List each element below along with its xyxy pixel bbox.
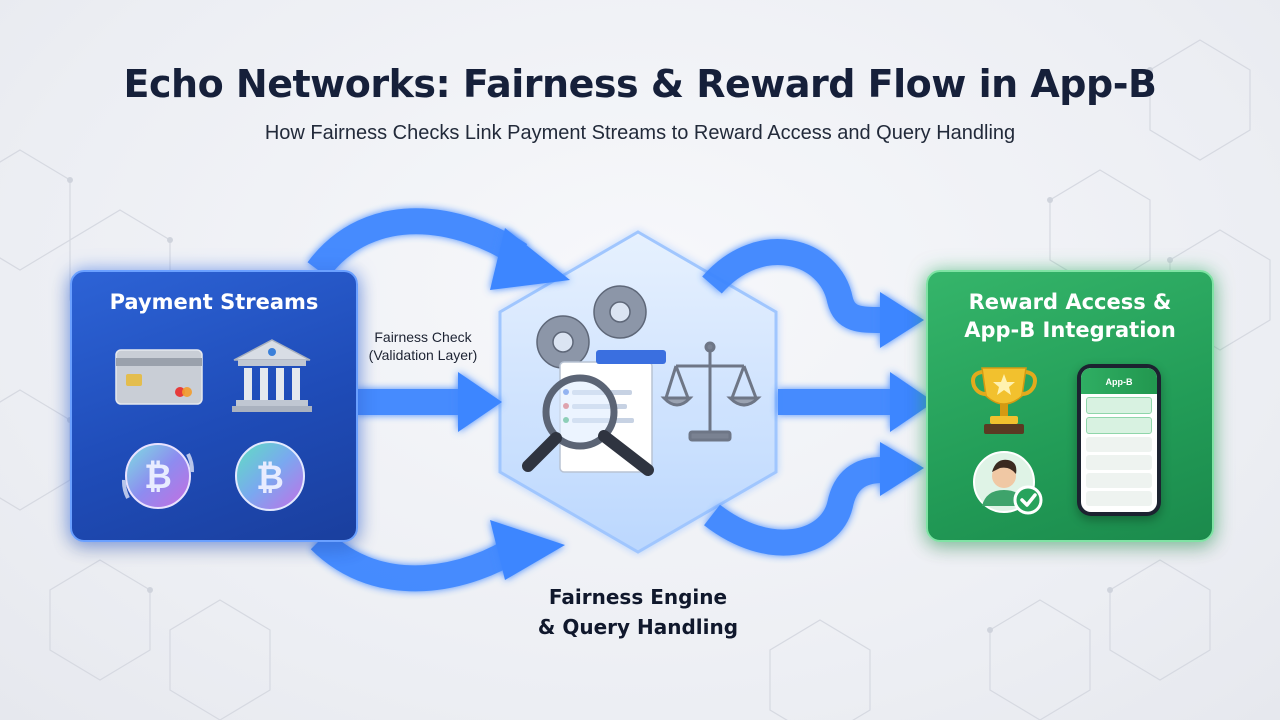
bitcoin-sync-icon: ₿ xyxy=(121,443,195,509)
fairness-engine-line2: & Query Handling xyxy=(537,615,739,639)
arrow-top-left xyxy=(307,208,528,279)
phone-list-item xyxy=(1086,473,1152,488)
reward-access-panel: Reward Access & App-B Integration xyxy=(926,270,1214,542)
reward-access-title-line1: Reward Access & xyxy=(968,290,1172,314)
phone-icon: App-B xyxy=(1077,364,1161,516)
credit-card-icon xyxy=(115,349,203,405)
fairness-check-line1: Fairness Check xyxy=(374,329,472,345)
phone-list-item xyxy=(1086,437,1152,452)
phone-list-item xyxy=(1086,397,1152,414)
magnifier-icon xyxy=(522,374,654,476)
phone-list-item xyxy=(1086,417,1152,434)
arrowhead-top-left xyxy=(490,228,570,290)
arrowhead-middle-left xyxy=(458,372,502,432)
svg-text:₿: ₿ xyxy=(144,457,172,497)
arrowhead-middle-right xyxy=(890,372,934,432)
page-subtitle: How Fairness Checks Link Payment Streams… xyxy=(264,122,1016,144)
fairness-check-label: Fairness Check (Validation Layer) xyxy=(362,328,484,364)
phone-list-item xyxy=(1086,491,1152,506)
arrowhead-top-right xyxy=(880,292,924,348)
phone-screen: App-B xyxy=(1081,368,1157,512)
arrowhead-bottom-right xyxy=(880,442,924,496)
page-title: Echo Networks: Fairness & Reward Flow in… xyxy=(123,62,1157,106)
user-check-icon xyxy=(973,451,1043,515)
bank-icon xyxy=(232,339,312,412)
phone-list-item xyxy=(1086,455,1152,470)
phone-title: App-B xyxy=(1081,368,1157,394)
arrow-top-right xyxy=(702,239,883,333)
fairness-check-line2: (Validation Layer) xyxy=(368,347,478,363)
payment-streams-panel: Payment Streams ₿ xyxy=(70,270,358,542)
svg-text:₿: ₿ xyxy=(256,458,284,498)
payment-streams-title: Payment Streams xyxy=(109,290,319,314)
gears-icon xyxy=(536,285,647,369)
fairness-engine-label: Fairness Engine & Query Handling xyxy=(500,582,776,642)
bitcoin-icon: ₿ xyxy=(235,441,305,511)
arrowhead-bottom-left xyxy=(490,520,565,580)
fairness-engine-line1: Fairness Engine xyxy=(548,585,728,609)
scales-icon xyxy=(660,341,762,442)
reward-access-title-line2: App-B Integration xyxy=(964,318,1176,342)
arrow-bottom-left xyxy=(310,530,528,592)
arrow-bottom-right xyxy=(704,457,883,556)
trophy-icon xyxy=(971,367,1037,434)
